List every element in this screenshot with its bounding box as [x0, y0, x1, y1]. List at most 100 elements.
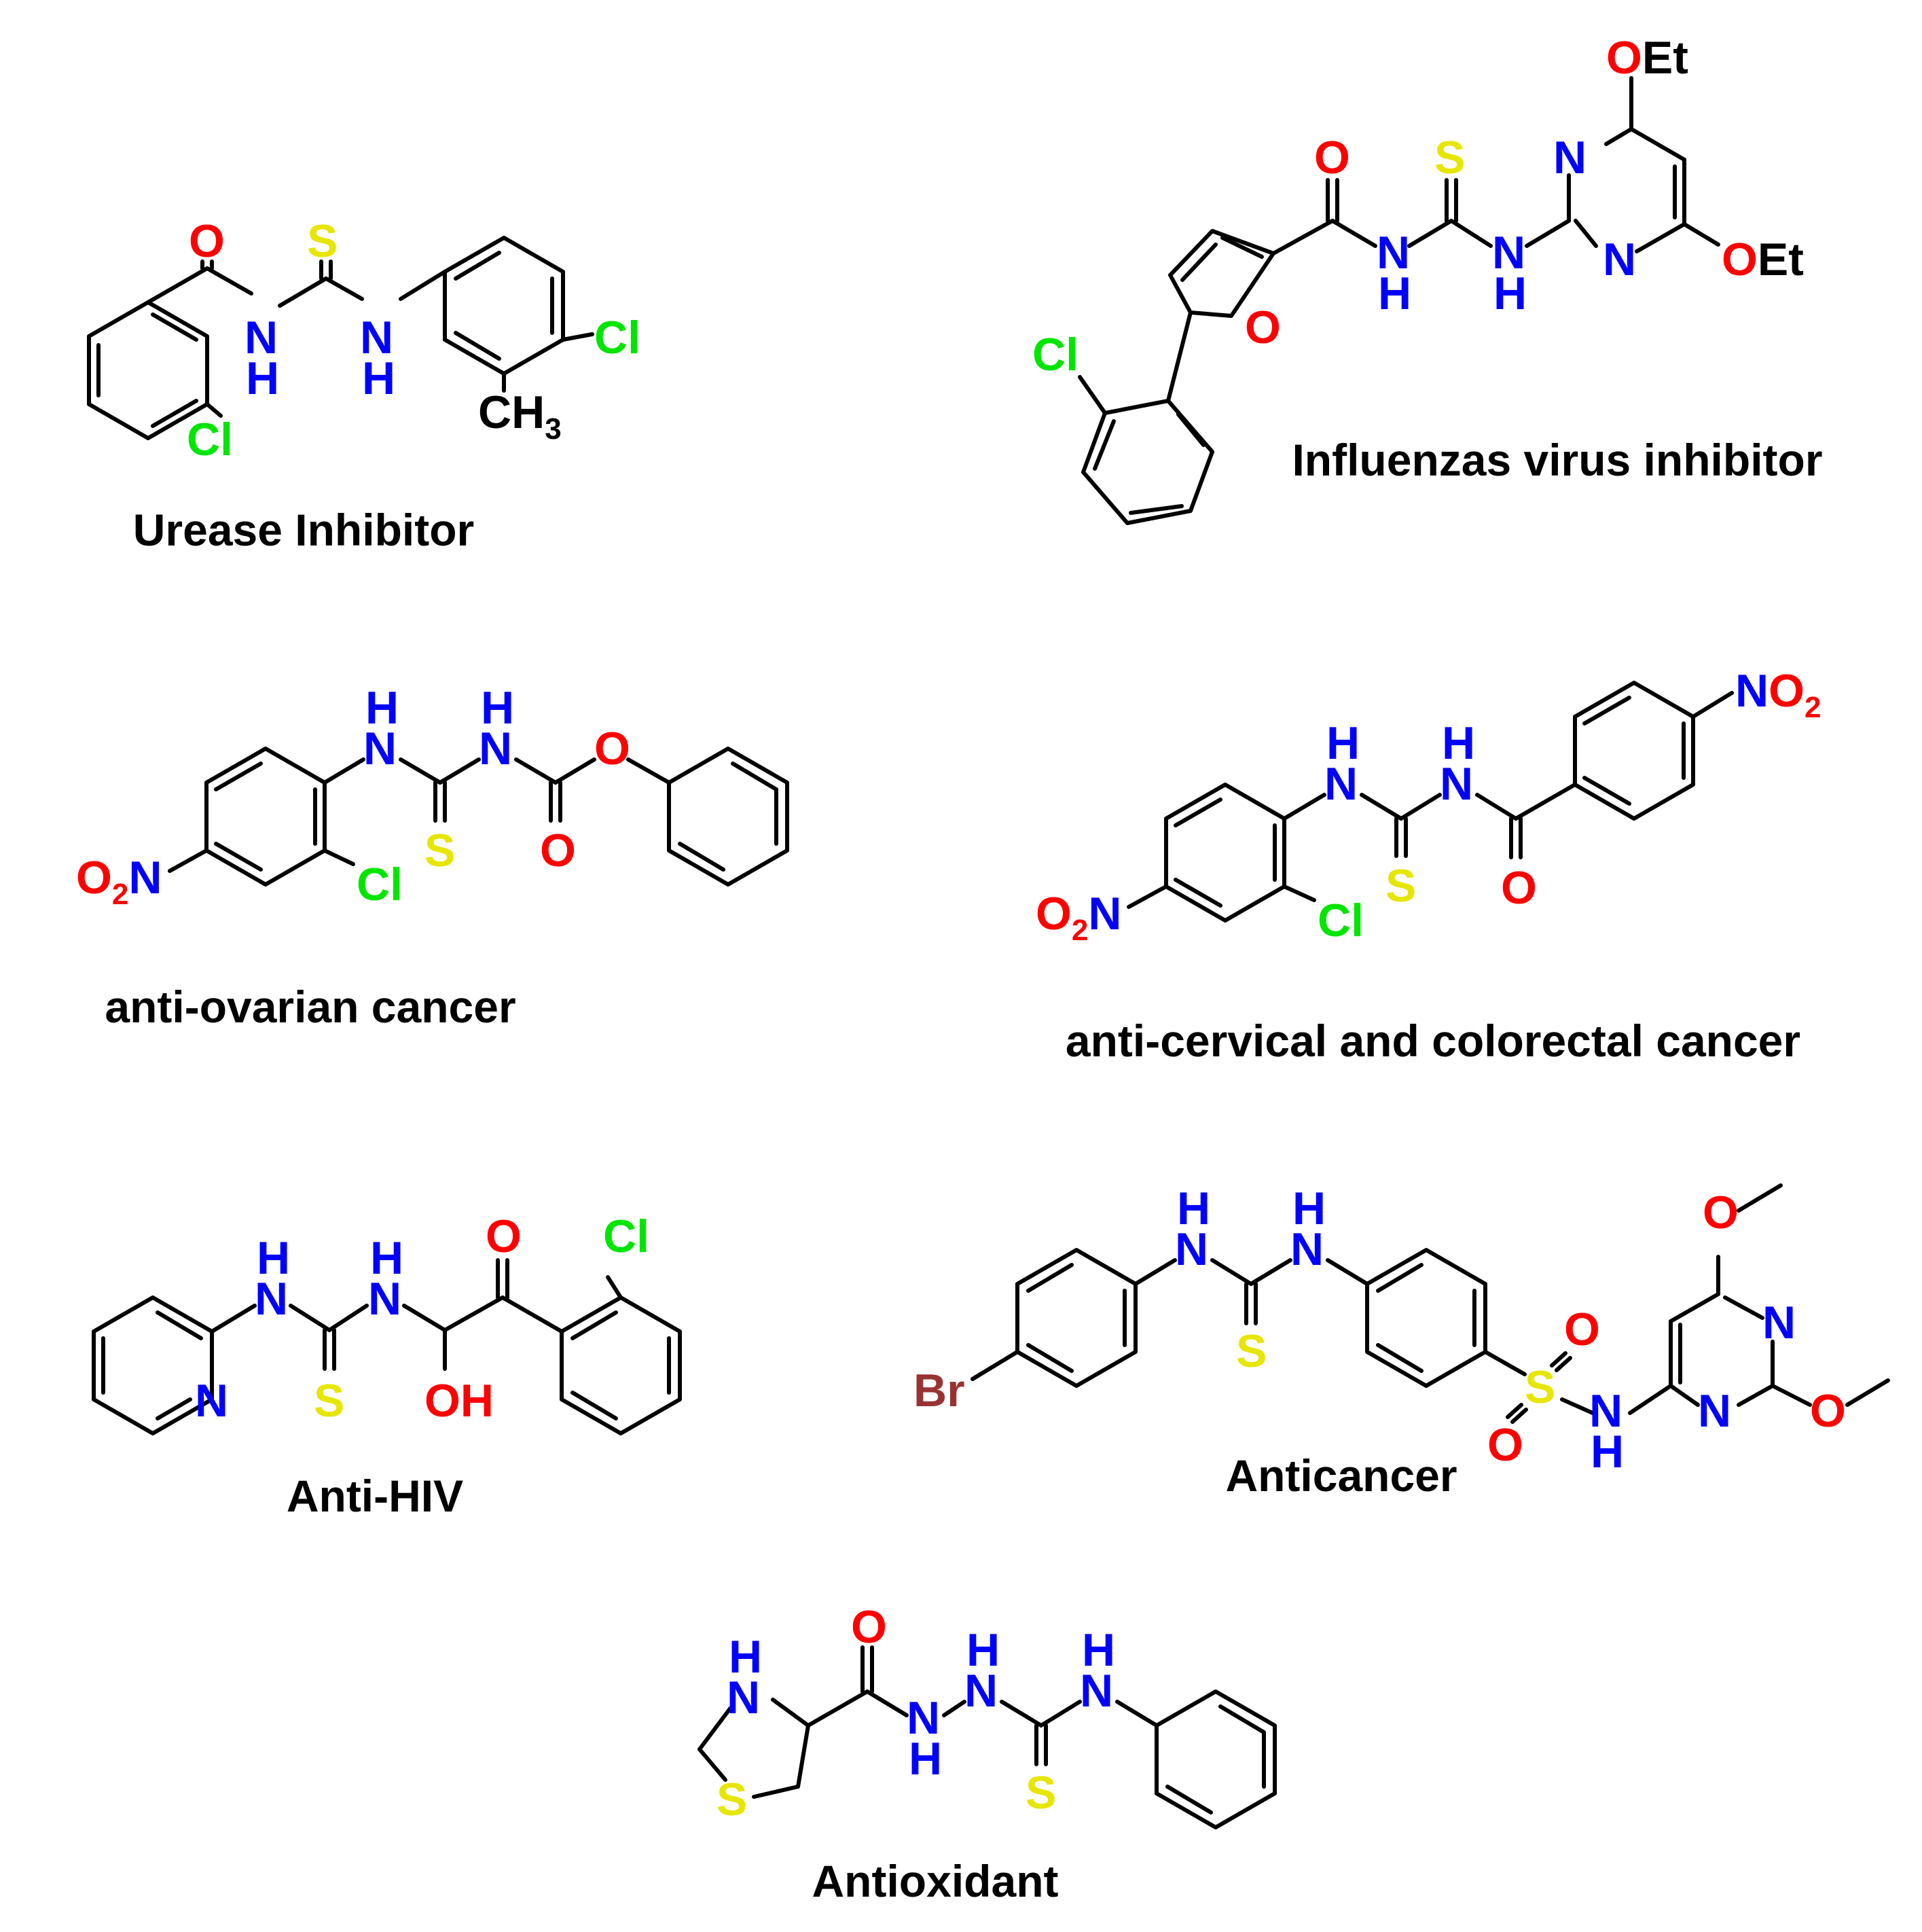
structure-bonds	[92, 1258, 682, 1435]
atom-o: O	[1606, 32, 1642, 84]
compound-anti-cervical-colorectal-cancer: H N H N S O O2N Cl NO2 anti-cervical and…	[1036, 665, 1821, 1066]
atom-h: H	[1082, 1624, 1115, 1676]
structure-bonds	[168, 747, 789, 887]
atom-cl: Cl	[1032, 329, 1078, 380]
compound-anti-ovarian-cancer: H N H N O S O O2N Cl anti-ovarian cancer	[76, 682, 789, 1032]
structure-bonds	[1127, 681, 1734, 923]
atom-h: H	[1591, 1426, 1624, 1478]
atom-o: O	[1487, 1419, 1523, 1471]
atom-no2: NO2	[1735, 665, 1821, 724]
caption-anticancer: Anticancer	[1225, 1450, 1457, 1501]
atom-o: O	[1501, 862, 1537, 914]
atom-h: H	[1292, 1183, 1326, 1234]
structure-bonds	[1078, 76, 1720, 525]
atom-h: H	[729, 1631, 762, 1683]
atom-h: H	[1493, 268, 1527, 319]
atom-n: N	[1440, 758, 1473, 810]
atom-s: S	[307, 215, 338, 267]
atom-ch3: CH3	[478, 387, 562, 446]
atom-s: S	[1236, 1325, 1267, 1377]
atom-o: O	[1722, 234, 1758, 285]
atom-n: N	[479, 723, 512, 774]
atom-h: H	[1177, 1183, 1210, 1234]
atom-o: O	[1769, 665, 1805, 717]
structure-bonds	[697, 1645, 1277, 1829]
atom-s: S	[1434, 132, 1465, 183]
atom-n: N	[195, 1375, 228, 1427]
atom-n: N	[964, 1665, 998, 1717]
atom-oet: OEt	[1722, 234, 1804, 285]
atom-o: O	[486, 1211, 522, 1262]
atom-oh: OH	[424, 1375, 494, 1427]
atom-h: H	[1326, 717, 1360, 769]
atom-h: H	[362, 353, 395, 404]
atom-n: N	[1290, 1223, 1324, 1275]
atom-n: N	[368, 1273, 401, 1325]
subscript-3: 3	[545, 412, 561, 446]
atom-n: N	[255, 1273, 288, 1325]
atom-n: N	[1589, 1385, 1622, 1437]
compound-anti-hiv: H N H N O Cl N S OH Anti-HIV	[92, 1211, 682, 1521]
compound-anticancer: H N H N S Br S O O N H O N N O Anticance…	[913, 1183, 1890, 1501]
caption-influenza-inhibitor: Influenzas virus inhibitor	[1292, 435, 1822, 485]
atom-ch: CH	[478, 387, 545, 438]
caption-anti-ovarian-cancer: anti-ovarian cancer	[105, 982, 515, 1032]
atom-o: O	[1245, 302, 1281, 353]
atom-h: H	[909, 1733, 942, 1785]
atom-n: N	[1080, 1665, 1113, 1717]
atom-n: N	[727, 1672, 760, 1723]
atom-h: H	[1378, 268, 1411, 319]
atom-o: O	[540, 825, 576, 876]
atom-n: N	[1492, 227, 1525, 279]
atom-n: N	[363, 723, 397, 774]
caption-anti-cervical-colorectal-cancer: anti-cervical and colorectal cancer	[1066, 1016, 1800, 1066]
atom-h: H	[966, 1624, 1000, 1676]
atom-oet: OEt	[1606, 32, 1688, 84]
atom-o: O	[594, 723, 630, 774]
atom-n: N	[128, 852, 162, 904]
atom-n: N	[1762, 1297, 1796, 1348]
atom-n: N	[244, 312, 278, 363]
atom-h: H	[257, 1232, 290, 1284]
atom-s: S	[1026, 1767, 1056, 1819]
subscript-2: 2	[112, 878, 128, 911]
atom-n: N	[1553, 132, 1586, 183]
subscript-2: 2	[1805, 691, 1821, 724]
atom-s: S	[1385, 860, 1416, 912]
atom-no2: O2N	[76, 852, 162, 911]
atom-cl: Cl	[603, 1211, 649, 1262]
atom-o: O	[851, 1601, 887, 1653]
atom-n: N	[1698, 1385, 1731, 1437]
atom-o: O	[1703, 1187, 1739, 1238]
atom-h: H	[1442, 717, 1475, 769]
atom-n: N	[360, 312, 393, 363]
atom-n: N	[1735, 665, 1769, 717]
atom-h: H	[365, 682, 399, 734]
atom-s: S	[314, 1375, 344, 1427]
atom-et: Et	[1642, 32, 1688, 84]
atom-n: N	[907, 1692, 940, 1744]
caption-urease-inhibitor: Urease Inhibitor	[133, 505, 474, 555]
atom-o: O	[1564, 1304, 1600, 1355]
atom-h: H	[481, 682, 514, 734]
atom-h: H	[370, 1232, 403, 1284]
caption-anti-hiv: Anti-HIV	[287, 1471, 463, 1521]
atom-n: N	[1088, 888, 1121, 940]
atom-h: H	[246, 353, 279, 404]
atom-n: N	[1324, 758, 1358, 810]
compound-urease-inhibitor: O S N H N H Cl Cl CH3 Urease Inhibitor	[87, 215, 640, 555]
atom-cl: Cl	[1318, 895, 1364, 946]
subscript-2: 2	[1072, 914, 1088, 947]
atom-cl: Cl	[357, 859, 403, 910]
atom-o: O	[76, 852, 112, 904]
atom-et: Et	[1758, 234, 1804, 285]
caption-antioxidant: Antioxidant	[812, 1856, 1059, 1906]
atom-n: N	[1603, 234, 1636, 285]
atom-br: Br	[913, 1365, 965, 1416]
atom-o: O	[1036, 888, 1072, 940]
atom-n: N	[1175, 1223, 1208, 1275]
structure-bonds	[87, 236, 594, 440]
atom-o: O	[189, 215, 225, 267]
